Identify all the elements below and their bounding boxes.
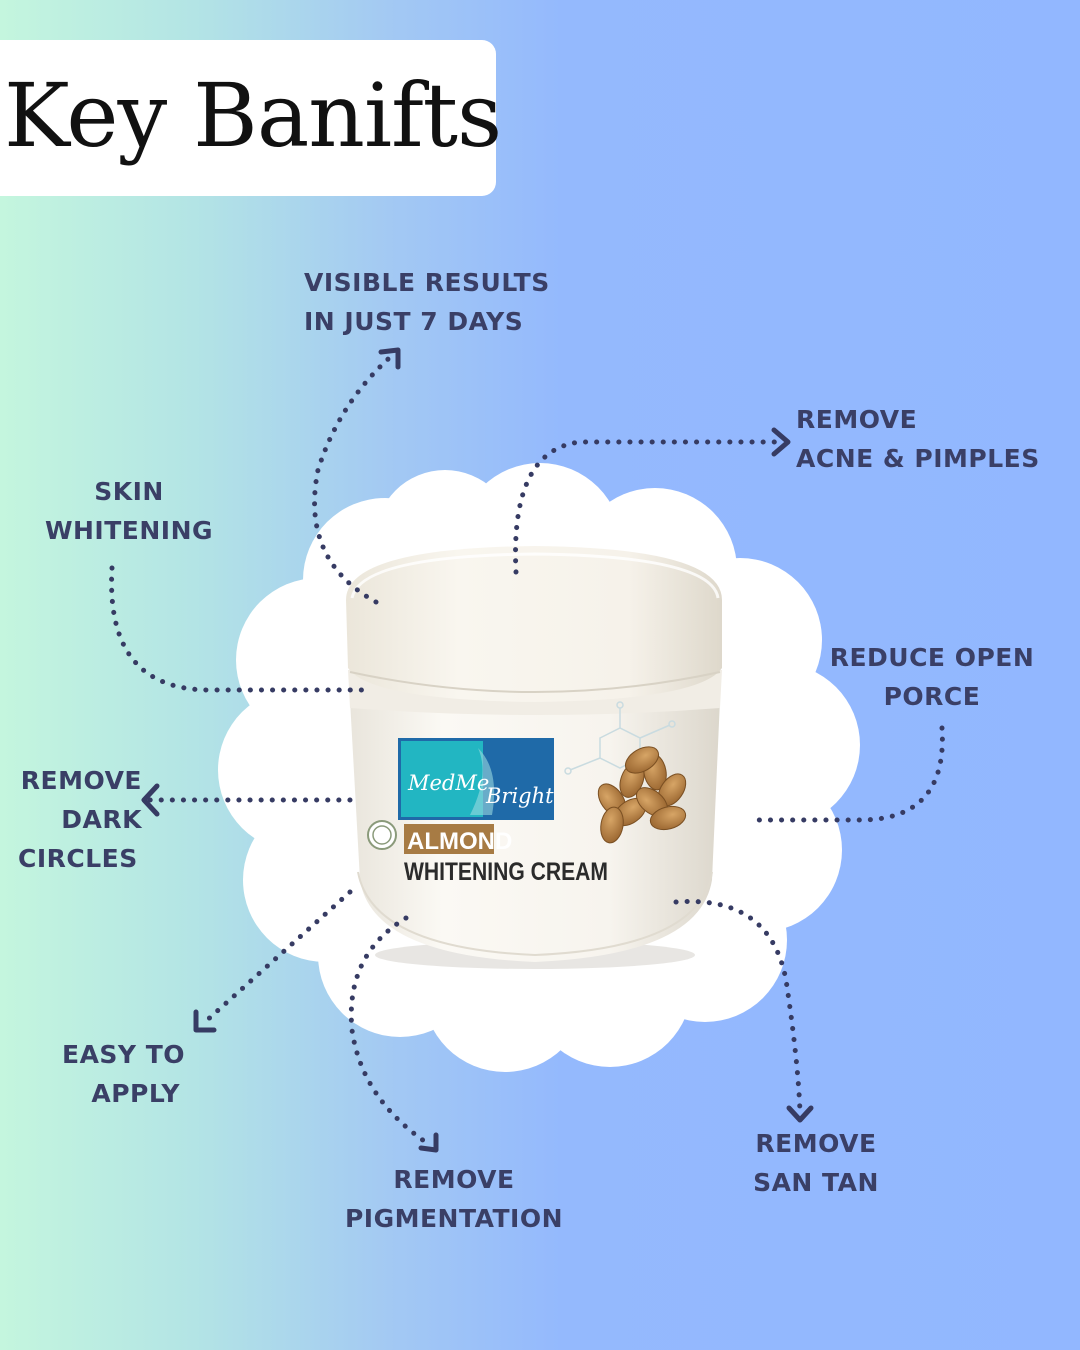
arrow-remove-pigmentation: [348, 915, 433, 1148]
brand-wordmark-medme: MedMe: [407, 771, 489, 795]
page-title: Key Banifts: [4, 64, 502, 167]
arrowhead-up-icon: [378, 347, 401, 370]
arrowhead-down-icon: [418, 1132, 439, 1153]
natural-seal-icon: [367, 820, 397, 850]
arrowheads: [141, 347, 814, 1153]
product-name: WHITENING CREAM: [404, 858, 608, 886]
benefit-reduce-open-porce: REDUCE OPEN PORCE: [829, 643, 1035, 711]
benefit-remove-san-tan: REMOVE SAN TAN: [753, 1129, 879, 1197]
arrowhead-right-icon: [771, 427, 791, 457]
almond-label-bg: [404, 824, 494, 854]
arrow-remove-acne: [513, 439, 788, 575]
benefit-remove-pigmentation: REMOVE PIGMENTATION: [344, 1165, 564, 1233]
product-variant: ALMOND: [407, 828, 512, 855]
brand-badge: [398, 738, 554, 820]
brand-wordmark-bright: Bright: [485, 784, 554, 808]
benefit-easy-to-apply: EASY TO APPLY: [62, 1040, 186, 1108]
arrow-connectors: [109, 349, 945, 1148]
benefit-remove-acne: REMOVE ACNE & PIMPLES: [796, 405, 1040, 473]
arrowhead-down-icon-2: [786, 1105, 814, 1123]
benefit-skin-whitening: SKIN WHITENING: [44, 477, 214, 545]
benefit-remove-dark-circles: REMOVE DARK CIRCLES: [18, 766, 142, 873]
arrow-reduce-open-porce: [747, 725, 945, 823]
title-card: [0, 40, 496, 196]
arrow-visible-results: [312, 349, 399, 605]
almonds-graphic: [597, 746, 687, 844]
arrowhead-down-left-icon: [193, 1009, 217, 1033]
arrowhead-left-icon: [141, 783, 160, 817]
cream-jar: MedMe Bright ALMOND WHITENING CREAM: [346, 546, 722, 969]
arrow-skin-whitening: [109, 565, 373, 693]
benefit-visible-results: VISIBLE RESULTS IN JUST 7 DAYS: [304, 268, 550, 336]
arrow-easy-to-apply: [202, 889, 353, 1025]
